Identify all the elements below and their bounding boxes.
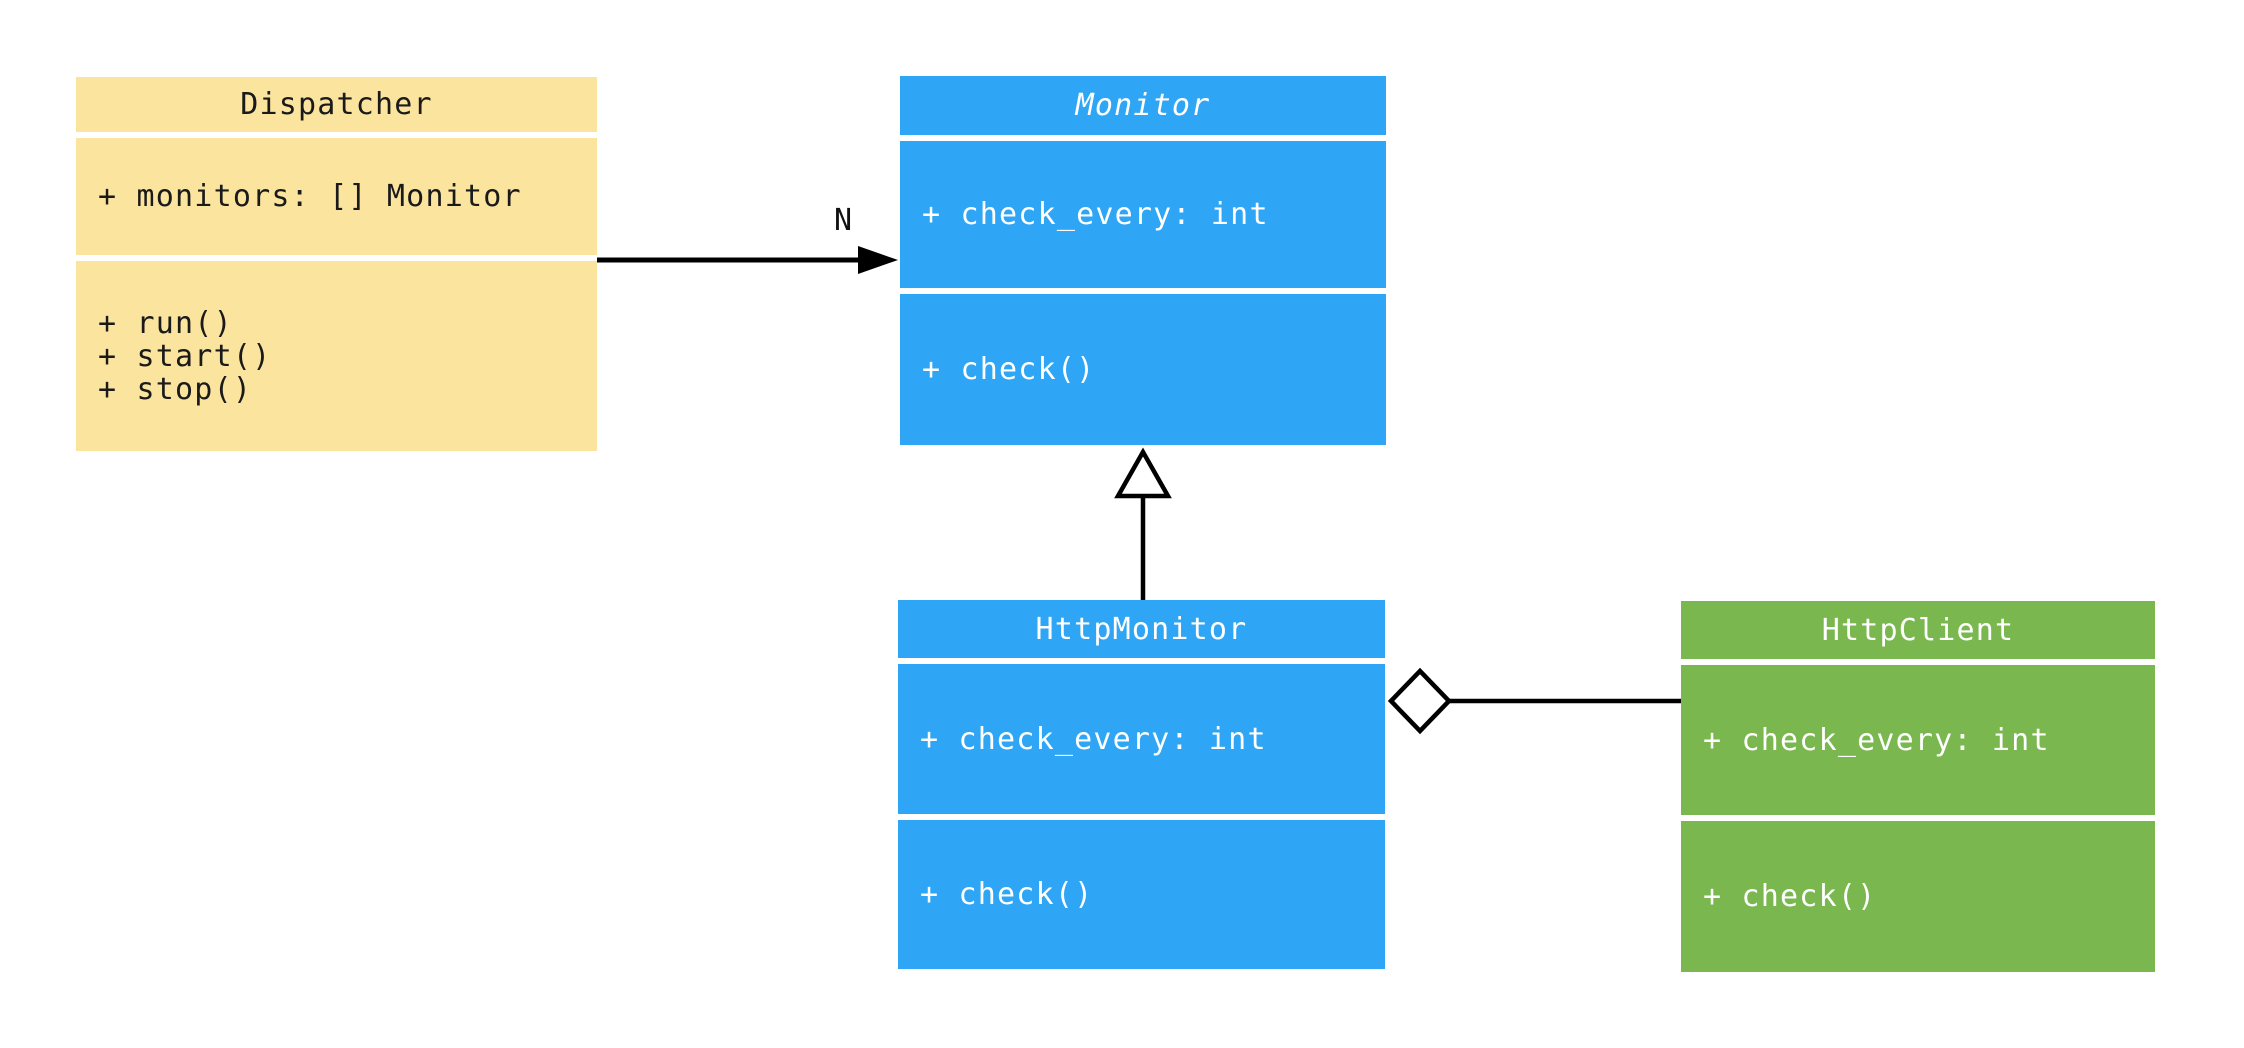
class-box-httpmonitor: HttpMonitor + check_every: int + check() — [898, 600, 1385, 969]
aggregation-connector — [1387, 667, 1682, 735]
method-line: + stop() — [98, 371, 253, 407]
aggregation-diamond-icon — [1387, 667, 1453, 735]
class-box-dispatcher: Dispatcher + monitors: [] Monitor + run(… — [76, 77, 597, 451]
association-arrowhead-icon — [858, 246, 898, 274]
class-box-httpclient: HttpClient + check_every: int + check() — [1681, 601, 2155, 972]
class-title-monitor: Monitor — [900, 76, 1386, 135]
method-line: + check() — [920, 877, 1094, 912]
method-line: + start() — [98, 338, 272, 374]
class-box-monitor: Monitor + check_every: int + check() — [900, 76, 1386, 445]
class-attributes-dispatcher: + monitors: [] Monitor — [76, 138, 597, 255]
class-methods-httpclient: + check() — [1681, 821, 2155, 972]
generalization-connector — [1114, 447, 1172, 601]
method-line: + run() — [98, 305, 233, 341]
method-line: + check() — [1703, 879, 1877, 914]
attribute-line: + check_every: int — [1703, 722, 2050, 758]
class-methods-dispatcher: + run() + start() + stop() — [76, 261, 597, 451]
class-attributes-httpmonitor: + check_every: int — [898, 664, 1385, 814]
class-attributes-httpclient: + check_every: int — [1681, 665, 2155, 815]
attribute-line: + check_every: int — [922, 197, 1269, 232]
class-title-httpclient: HttpClient — [1681, 601, 2155, 659]
attribute-line: + monitors: [] Monitor — [98, 179, 522, 214]
class-attributes-monitor: + check_every: int — [900, 141, 1386, 288]
method-line: + check() — [922, 352, 1096, 387]
association-multiplicity-label: N — [833, 203, 853, 238]
generalization-triangle-icon — [1114, 447, 1172, 499]
class-methods-httpmonitor: + check() — [898, 820, 1385, 969]
class-methods-monitor: + check() — [900, 294, 1386, 445]
attribute-line: + check_every: int — [920, 721, 1267, 757]
class-title-httpmonitor: HttpMonitor — [898, 600, 1385, 658]
class-title-dispatcher: Dispatcher — [76, 77, 597, 132]
association-connector — [597, 246, 898, 274]
